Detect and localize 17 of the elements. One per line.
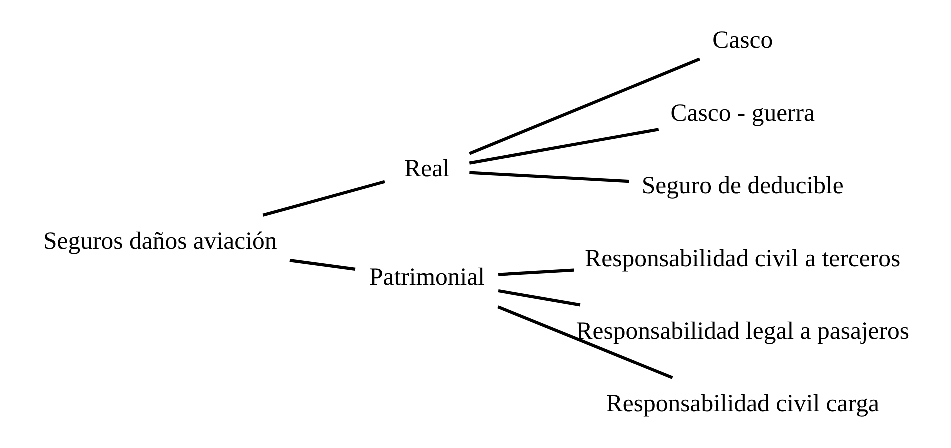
- node-text: Casco: [712, 27, 773, 54]
- node-text: Casco - guerra: [670, 100, 815, 127]
- connector: [468, 58, 700, 156]
- connector: [289, 259, 356, 271]
- node-text: Responsabilidad legal a pasajeros: [576, 318, 910, 345]
- connector: [498, 268, 574, 276]
- node-text: Patrimonial: [369, 264, 485, 291]
- connector: [469, 171, 629, 184]
- connector: [262, 180, 385, 217]
- node-text: Real: [404, 156, 450, 182]
- connector: [468, 128, 659, 165]
- node-text: Responsabilidad civil carga: [606, 390, 879, 418]
- node-text: Seguro de deducible: [641, 172, 844, 200]
- connector: [498, 289, 580, 307]
- node-text: Responsabilidad civil a terceros: [584, 245, 900, 272]
- connector: [497, 306, 673, 380]
- node-text: Seguros daños aviación: [43, 228, 277, 256]
